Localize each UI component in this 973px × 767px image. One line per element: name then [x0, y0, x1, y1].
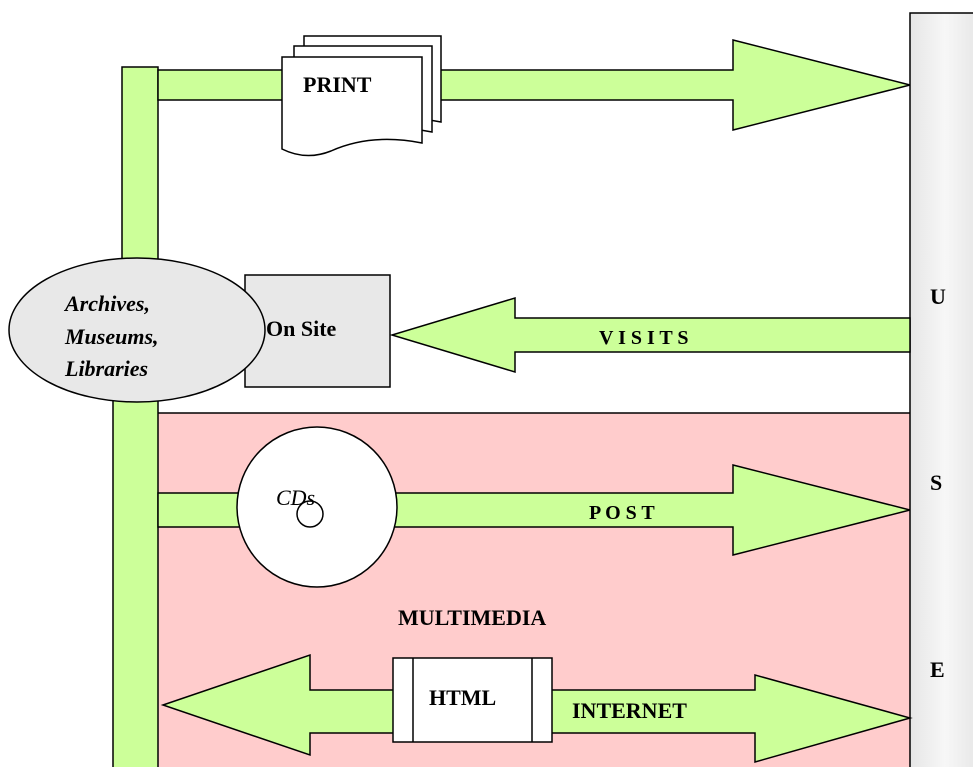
upper-vertical-bar: [121, 66, 159, 276]
on-site-box: [244, 274, 391, 388]
use-letter-s: S: [930, 470, 943, 495]
print-arrow: [157, 39, 911, 131]
post-label: P O S T: [589, 502, 655, 524]
visits-arrow: [389, 296, 911, 374]
archives-label-line1: Archives,: [65, 291, 150, 316]
archives-ellipse: [8, 257, 266, 403]
print-label: PRINT: [303, 72, 372, 97]
archives-label-line3: Libraries: [65, 356, 149, 381]
use-letter-e: E: [930, 657, 945, 682]
internet-label: INTERNET: [572, 698, 687, 723]
cds-label: CDs: [276, 485, 316, 510]
html-label: HTML: [429, 685, 497, 710]
visits-label: V I S I T S: [599, 327, 689, 349]
multimedia-label: MULTIMEDIA: [398, 605, 547, 630]
lower-vertical-bar: [112, 399, 159, 767]
archives-label-line2: Museums,: [65, 324, 159, 349]
use-panel: [909, 12, 973, 767]
html-box: [392, 657, 553, 743]
print-document-icon: [281, 35, 442, 157]
on-site-label: On Site: [266, 316, 337, 341]
cd-hole: [296, 500, 324, 528]
use-letter-u: U: [930, 284, 946, 309]
